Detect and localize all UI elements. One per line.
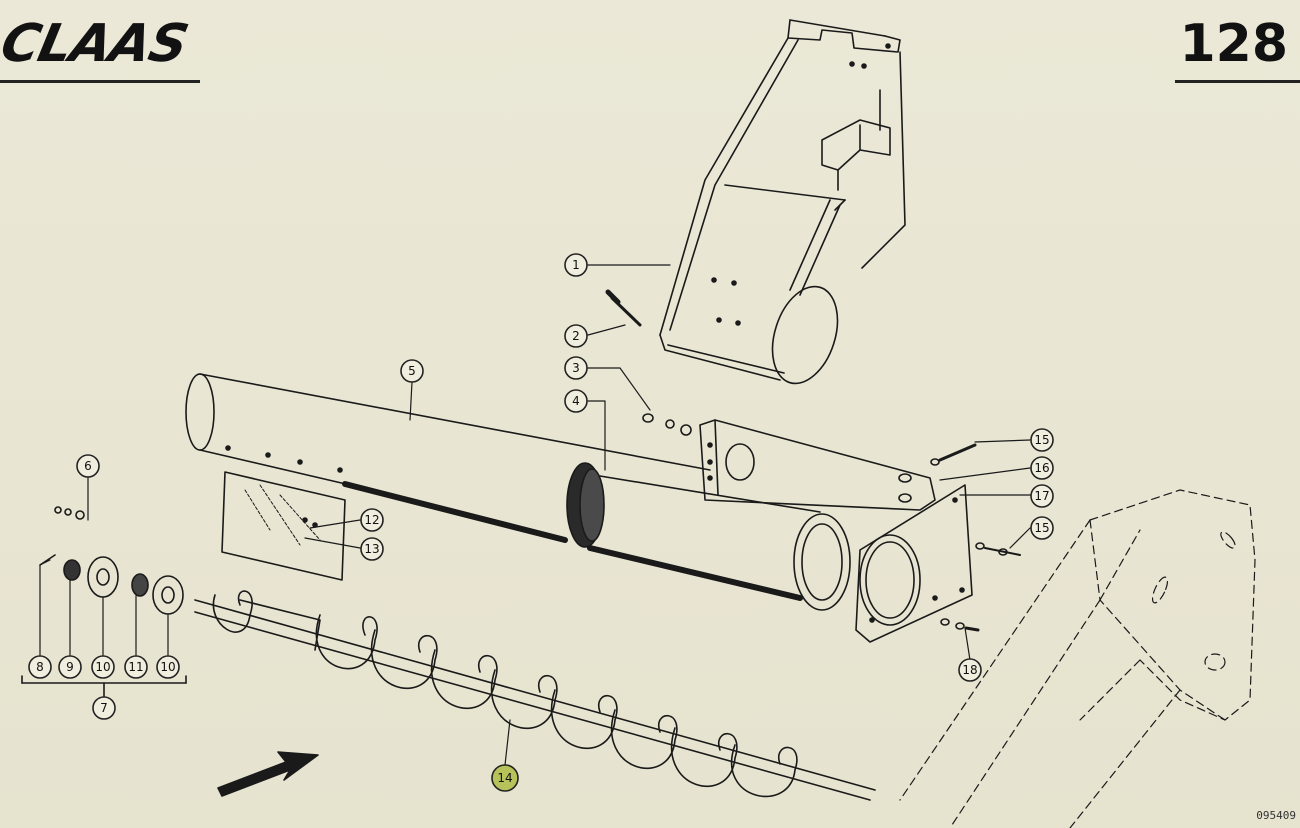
callout-18: 18 bbox=[958, 658, 982, 682]
svg-text:7: 7 bbox=[100, 701, 108, 715]
decal-plate-part-12 bbox=[221, 471, 346, 581]
svg-text:2: 2 bbox=[572, 329, 580, 343]
callout-5: 5 bbox=[400, 359, 424, 383]
callout-4: 4 bbox=[564, 389, 588, 413]
svg-text:9: 9 bbox=[66, 660, 74, 674]
clamp-ring-part-4 bbox=[566, 462, 605, 548]
svg-text:11: 11 bbox=[128, 660, 143, 674]
svg-text:5: 5 bbox=[408, 364, 416, 378]
svg-text:16: 16 bbox=[1034, 461, 1049, 475]
callout-16: 16 bbox=[1030, 456, 1054, 480]
page-number: 128 bbox=[1179, 14, 1288, 74]
callout-13: 13 bbox=[360, 537, 384, 561]
chute-outline bbox=[899, 489, 1256, 828]
header-rule-left bbox=[0, 80, 200, 83]
mounting-bracket bbox=[699, 419, 936, 511]
svg-text:17: 17 bbox=[1034, 489, 1049, 503]
fastener-set-18 bbox=[940, 618, 980, 632]
svg-text:13: 13 bbox=[364, 542, 379, 556]
svg-text:18: 18 bbox=[962, 663, 977, 677]
svg-text:12: 12 bbox=[364, 513, 379, 527]
callout-7: 7 bbox=[92, 696, 116, 720]
fastener-set-15 bbox=[930, 443, 1021, 556]
svg-text:4: 4 bbox=[572, 394, 580, 408]
callout-9: 9 bbox=[58, 655, 82, 679]
hopper-spout-part bbox=[659, 19, 906, 385]
leader-lines bbox=[39, 264, 1031, 766]
callout-15a: 15 bbox=[1030, 428, 1054, 452]
auger-flight-part-14 bbox=[194, 590, 876, 801]
callout-17: 17 bbox=[1030, 484, 1054, 508]
direction-arrow bbox=[217, 751, 319, 797]
nut-washer-part-3 bbox=[642, 413, 692, 436]
callout-11: 11 bbox=[124, 655, 148, 679]
svg-text:14: 14 bbox=[497, 771, 512, 785]
callout-14: 14 bbox=[491, 764, 519, 792]
flange-plate-part-17 bbox=[855, 484, 973, 643]
callout-8: 8 bbox=[28, 655, 52, 679]
auger-tube-part-5 bbox=[185, 373, 851, 611]
callout-10a: 10 bbox=[91, 655, 115, 679]
header-rule-right bbox=[1175, 80, 1300, 83]
drawing-id: 095409 bbox=[1256, 809, 1296, 822]
svg-text:15: 15 bbox=[1034, 521, 1049, 535]
svg-text:8: 8 bbox=[36, 660, 44, 674]
callout-2: 2 bbox=[564, 324, 588, 348]
callout-10b: 10 bbox=[156, 655, 180, 679]
callout-15b: 15 bbox=[1030, 516, 1054, 540]
callout-6: 6 bbox=[76, 454, 100, 478]
svg-text:3: 3 bbox=[572, 361, 580, 375]
svg-text:1: 1 bbox=[572, 258, 580, 272]
svg-text:10: 10 bbox=[95, 660, 110, 674]
svg-text:6: 6 bbox=[84, 459, 92, 473]
bolt-part-2 bbox=[605, 289, 642, 327]
callout-12: 12 bbox=[360, 508, 384, 532]
svg-text:15: 15 bbox=[1034, 433, 1049, 447]
callout-3: 3 bbox=[564, 356, 588, 380]
callout-1: 1 bbox=[564, 253, 588, 277]
svg-text:10: 10 bbox=[160, 660, 175, 674]
